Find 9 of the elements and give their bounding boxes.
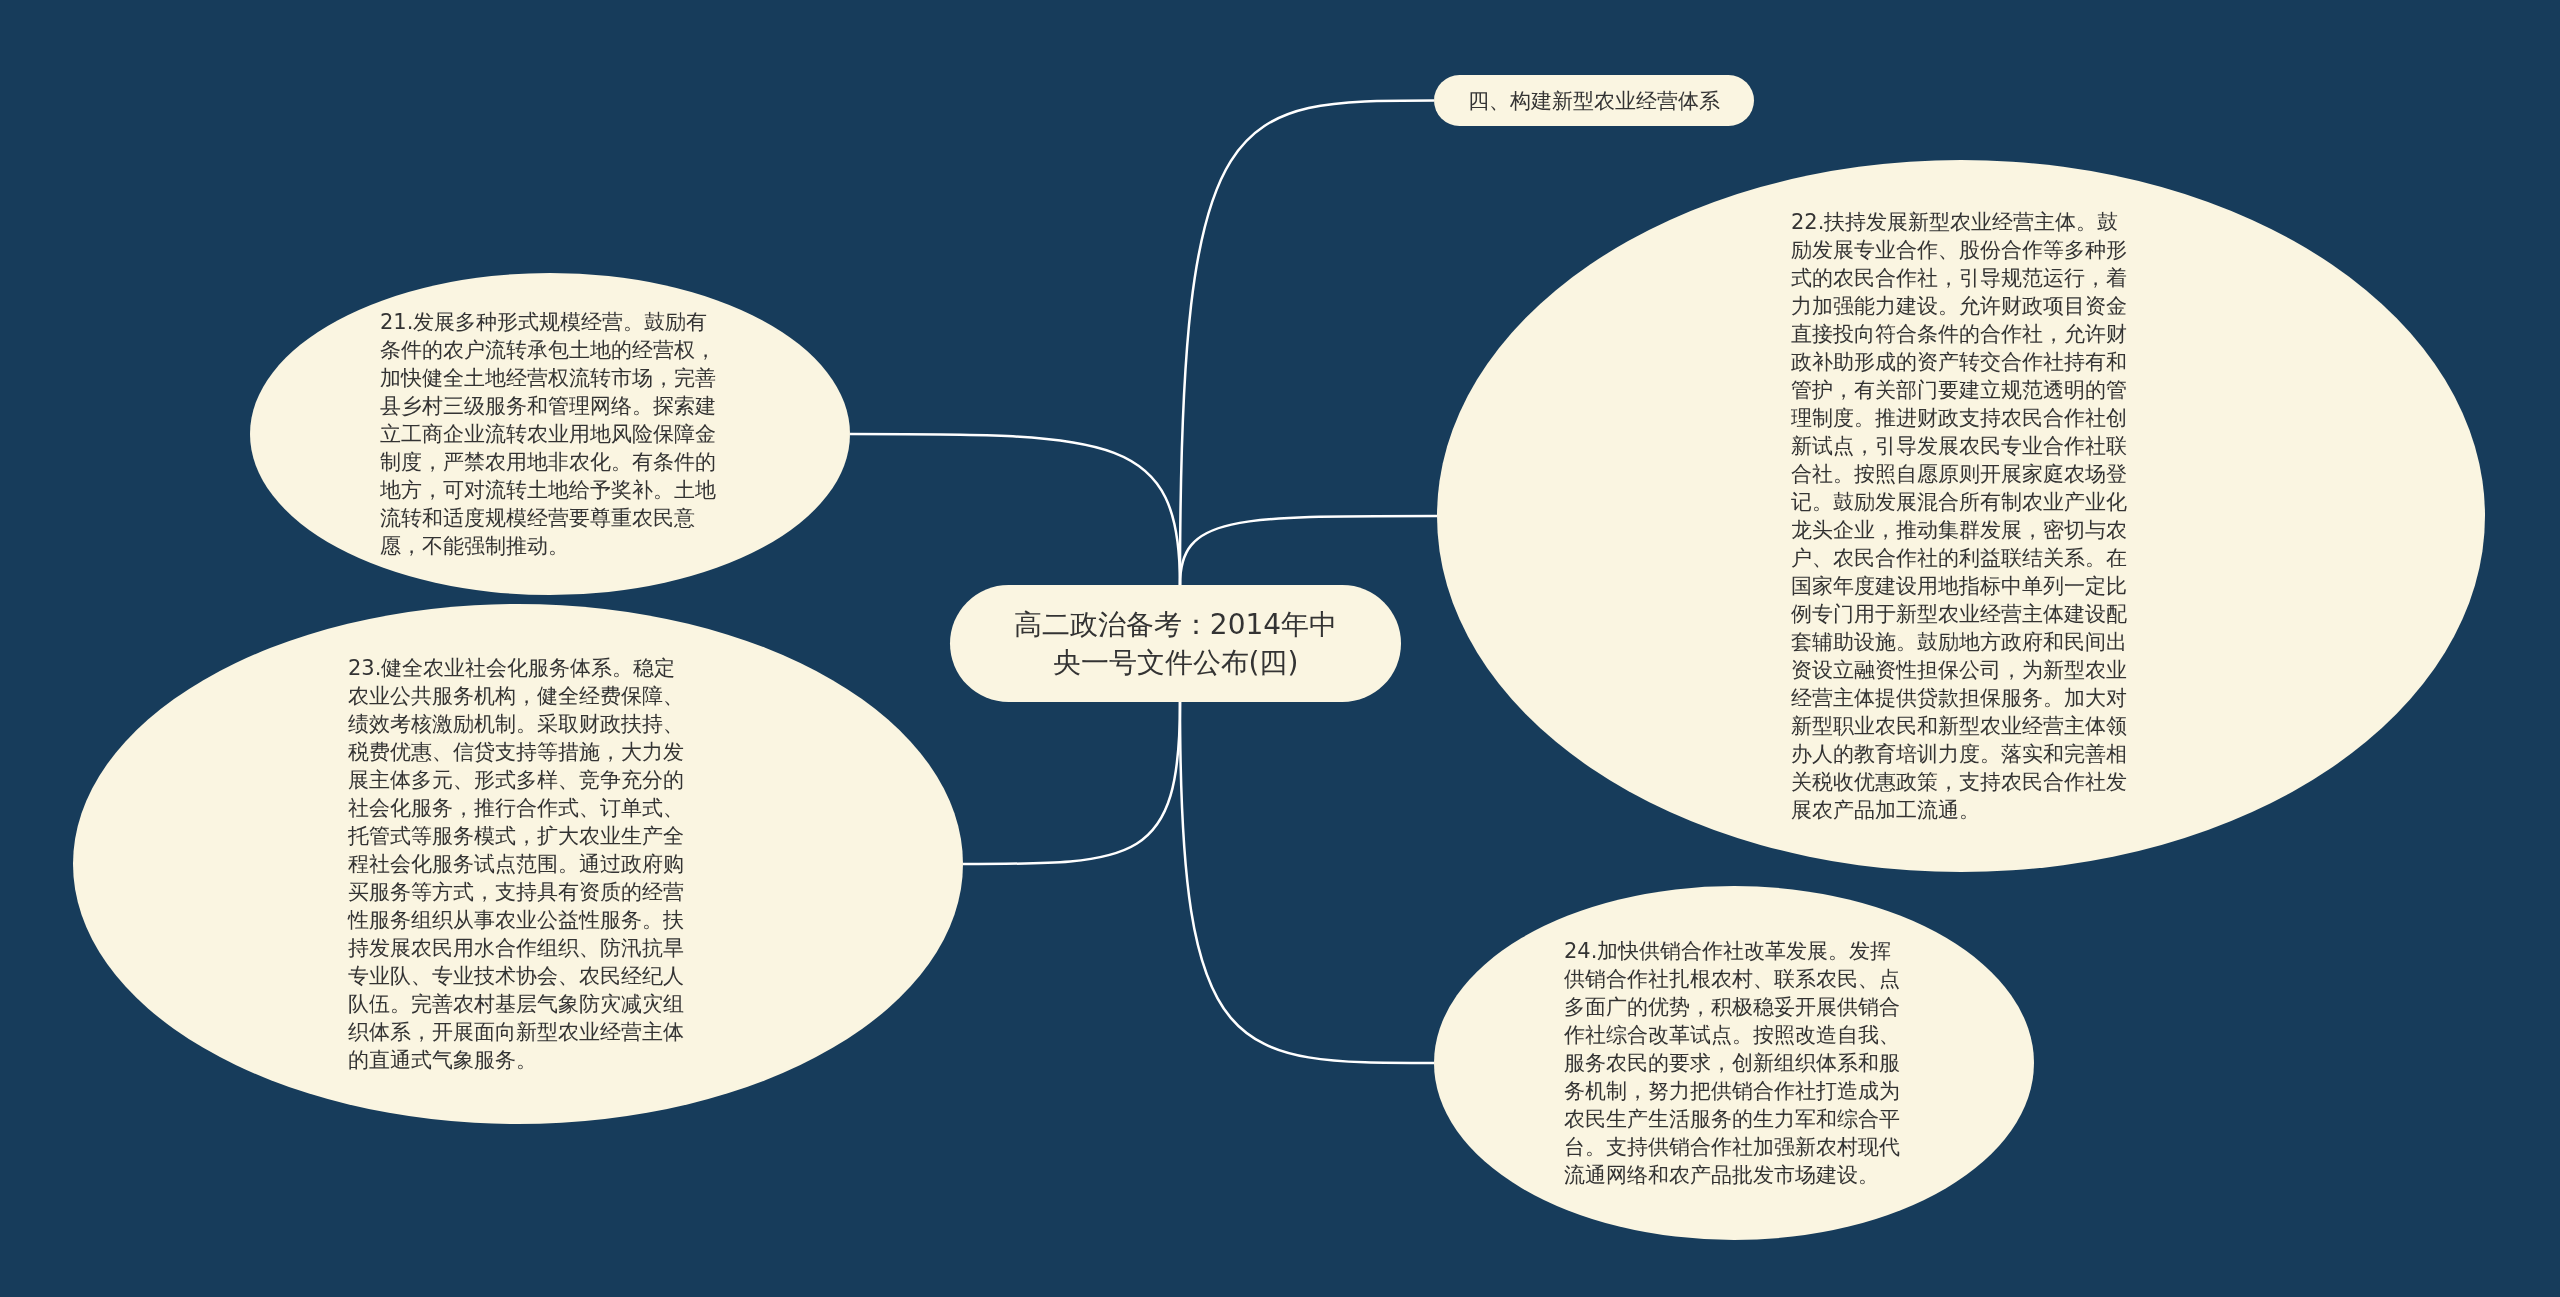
connector-line [963, 701, 1182, 866]
topic-text: 22.扶持发展新型农业经营主体。鼓励发展专业合作、股份合作等多种形式的农民合作社，引导规范运行，着力加强能力建设。允许财政项目资金直接投向符合条件的合作社，允许财政补助形成的资产转交合作社持有和管护，有关部门要建立规范透明的管理制度。推进财政支持农民合作社创新试点，引导发展农民专业合作社联合社。按照自愿原则开展家庭农场登记。鼓励发展混合所有制农业产业化龙头企业，推动集群发展，密切与农户、农民合作社的利益联结关系。在国家年度建设用地指标中单列一定比例专门用于新型农业经营主体建设配套辅助设施。鼓励地方政府和民间出资设立融资性担保公司，为新型农业经营主体提供贷款担保服务。加大对新型职业农民和新型农业经营主体领办人的教育培训力度。落实和完善相关税收优惠政策，支持农民合作社发展农产品加工流通。 [1791, 209, 2128, 824]
connector-line [850, 432, 1182, 586]
topic-text: 24.加快供销合作社改革发展。发挥供销合作社扎根农村、联系农民、点多面广的优势，积极稳妥开展供销合作社综合改革试点。按照改造自我、服务农民的要求，创新组织体系和服务机制，努力把供销合作社打造成为农民生产生活服务的生力军和综合平台。支持供销合作社加强新农村现代流通网络和农产品批发市场建设。 [1564, 938, 1901, 1189]
topic-text: 23.健全农业社会化服务体系。稳定农业公共服务机构，健全经费保障、绩效考核激励机制。采取财政扶持、税费优惠、信贷支持等措施，大力发展主体多元、形式多样、竞争充分的社会化服务，推行合作式、订单式、托管式等服务模式，扩大农业生产全程社会化服务试点范围。通过政府购买服务等方式，支持具有资质的经营性服务组织从事农业公益性服务。扶持发展农民用水合作组织、防汛抗旱专业队、专业技术协会、农民经纪人队伍。完善农村基层气象防灾减灾组织体系，开展面向新型农业经营主体的直通式气象服务。 [348, 655, 685, 1074]
topic-text: 21.发展多种形式规模经营。鼓励有条件的农户流转承包土地的经营权，加快健全土地经营权流转市场，完善县乡村三级服务和管理网络。探索建立工商企业流转农业用地风险保障金制度，严禁农用地非农化。有条件的地方，可对流转土地给予奖补。土地流转和适度规模经营要尊重农民意愿，不能强制推动。 [380, 309, 717, 560]
subtopic-pill [1434, 75, 1754, 126]
topic-text: 高二政治备考：2014年中央一号文件公布(四) [1012, 606, 1339, 681]
topic-text: 四、构建新型农业经营体系 [1467, 87, 1721, 115]
